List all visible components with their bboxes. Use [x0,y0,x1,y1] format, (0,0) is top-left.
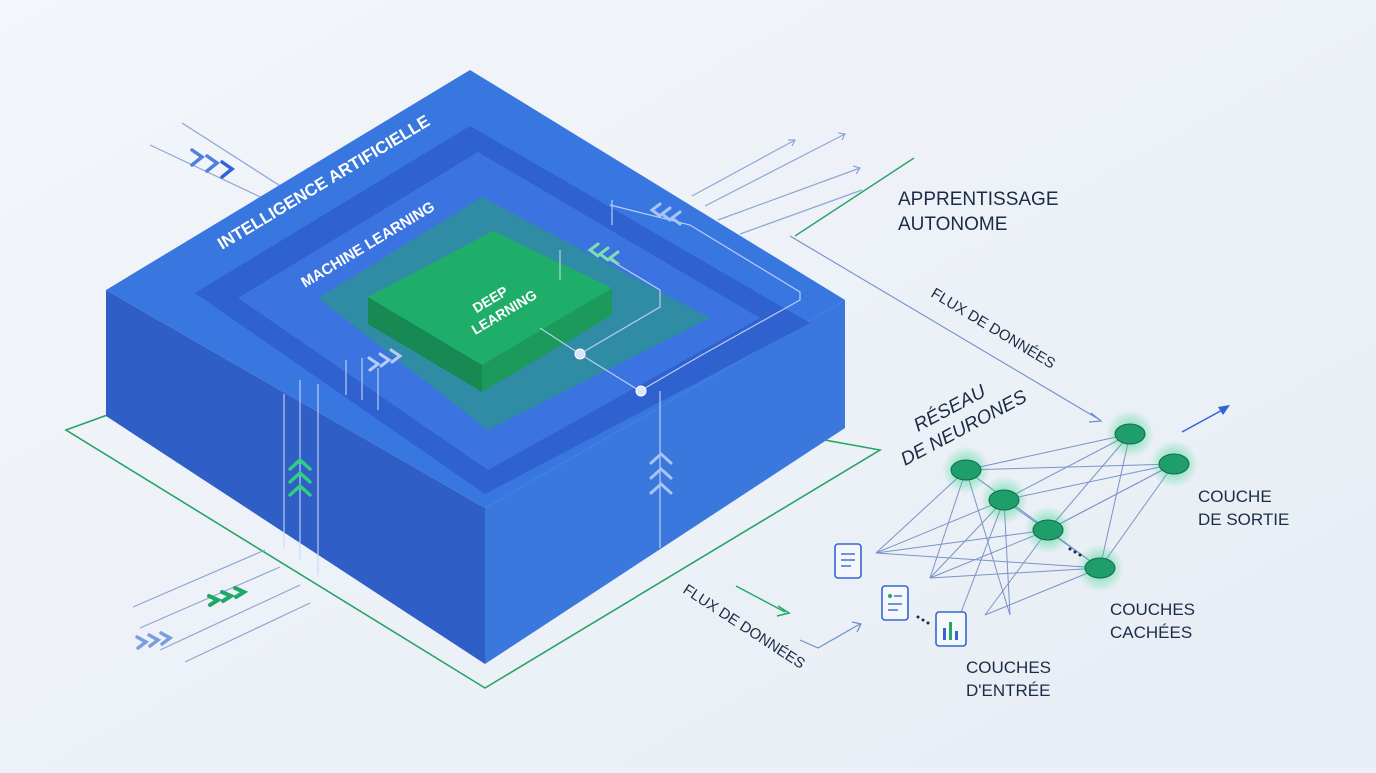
chevron-right-icon [367,348,403,372]
input-layers-label-line1: COUCHES [966,658,1051,677]
arrow-icon [776,605,792,617]
ai-box-right-face [485,300,845,664]
output-arrow-line [1181,407,1227,433]
network-nodes [942,410,1198,592]
hidden-layers-label-line1: COUCHES [1110,600,1195,619]
output-node [1114,423,1146,445]
arrow-icon [1088,412,1103,423]
autonomous-label-line2: AUTONOME [898,214,1007,235]
chevron-right-icon [135,631,174,650]
output-node [1158,453,1190,475]
data-flow-line-lower [799,623,861,649]
chevron-up-icon [649,451,673,495]
dl-left-face [368,297,482,392]
output-layer-label-line2: DE SORTIE [1198,510,1289,529]
chevron-left-icon [587,242,620,266]
bar-chart-icon [935,611,967,647]
arrow-icon [1218,405,1230,415]
data-flow-line-upper [789,235,1101,421]
arrow-icon [851,621,862,633]
incoming-lines-bottom [132,549,311,663]
chevron-right-icon [207,586,249,607]
dl-top [368,231,612,365]
chevron-right-icon [190,148,235,179]
green-guide-line [794,157,915,237]
circuit-node [635,385,647,397]
chevron-left-icon [649,202,682,226]
outgoing-lines [691,132,863,235]
hidden-node [950,459,982,481]
hidden-layers-label-line2: CACHÉES [1110,623,1192,642]
hidden-node [1032,519,1064,541]
document-icon [881,585,909,621]
ellipsis-dots [916,547,1082,625]
dl-right-face [482,288,612,392]
hidden-node [988,489,1020,511]
autonomous-label-line1: APPRENTISSAGE [898,189,1059,210]
green-arrow-line [735,585,786,613]
input-layers-label-line2: D'ENTRÉE [966,681,1050,700]
output-layer-label-line1: COUCHE [1198,487,1272,506]
chevron-up-icon [288,457,312,497]
document-icon [834,543,862,579]
circuit-node [574,348,586,360]
hidden-node [1084,557,1116,579]
